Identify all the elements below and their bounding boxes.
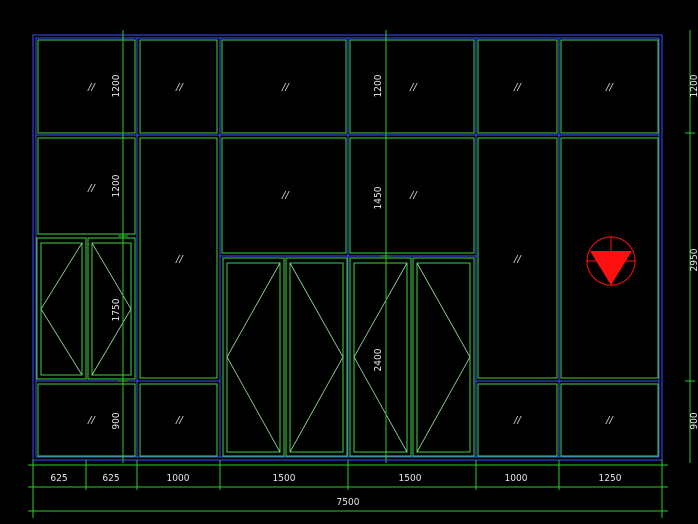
dim-bottom-2: 625 <box>102 473 119 484</box>
vertical-dimension-lines <box>118 30 695 463</box>
panel-c5-bottom <box>477 383 558 457</box>
dim-center-door: 2400 <box>373 348 384 371</box>
panel-c3-top <box>221 39 347 134</box>
glass-symbols: // // // // // // // // // // // // // /… <box>87 82 614 426</box>
glass-symbol: // <box>513 254 522 265</box>
dim-bottom-3: 1000 <box>167 473 190 484</box>
dim-right-mid: 2950 <box>689 248 698 271</box>
panel-c1-bottom <box>37 383 136 457</box>
dim-right-bottom: 900 <box>689 412 698 429</box>
glass-symbol: // <box>513 415 522 426</box>
glass-symbol: // <box>87 183 96 194</box>
dim-bottom-6: 1000 <box>505 473 528 484</box>
glass-symbol: // <box>409 190 418 201</box>
dim-col1-top: 1200 <box>111 74 122 97</box>
glass-symbol: // <box>605 415 614 426</box>
glass-symbol: // <box>175 254 184 265</box>
panel-c4-mid <box>349 137 475 254</box>
column-dividers <box>136 38 560 457</box>
panel-c2-bottom <box>139 383 218 457</box>
dim-bottom-5: 1500 <box>399 473 422 484</box>
glass-panels <box>37 39 659 457</box>
vertical-dimension-texts: 1200 1200 1750 900 1200 1450 2400 1200 2… <box>111 74 698 429</box>
panel-c1-top <box>37 39 136 134</box>
panel-c6-top <box>560 39 659 134</box>
panel-c6-mid <box>560 137 659 379</box>
glass-symbol: // <box>175 82 184 93</box>
glass-symbol: // <box>409 82 418 93</box>
glass-symbol: // <box>87 415 96 426</box>
panel-c4-top <box>349 39 475 134</box>
panel-c2-top <box>139 39 218 134</box>
panel-c3-mid <box>221 137 347 254</box>
transoms <box>36 134 659 382</box>
dim-bottom-4: 1500 <box>273 473 296 484</box>
dim-col1-door: 1750 <box>111 298 122 321</box>
panel-c5-top <box>477 39 558 134</box>
dim-col1-bottom: 900 <box>111 412 122 429</box>
panel-c1-mid <box>37 137 136 235</box>
horizontal-dimension-lines <box>28 460 668 518</box>
bottom-dimension-texts: 625 625 1000 1500 1500 1000 1250 7500 <box>50 473 621 508</box>
panel-c5-mid <box>477 137 558 379</box>
casement-opening-lines-col1 <box>40 242 132 376</box>
panel-c2-mid <box>139 137 218 379</box>
dim-center-top: 1200 <box>373 74 384 97</box>
door-blue-frame <box>220 255 476 457</box>
glass-symbol: // <box>513 82 522 93</box>
glass-symbol: // <box>175 415 184 426</box>
glass-symbol: // <box>281 190 290 201</box>
dim-center-mid: 1450 <box>373 186 384 209</box>
dim-overall-width: 7500 <box>337 497 360 508</box>
dim-right-top: 1200 <box>689 74 698 97</box>
red-triangle-marker-icon <box>586 236 636 286</box>
door-opening-lines <box>226 262 471 453</box>
panel-c6-bottom <box>560 383 659 457</box>
dim-col1-mid: 1200 <box>111 174 122 197</box>
glass-symbol: // <box>281 82 290 93</box>
dim-bottom-1: 625 <box>50 473 67 484</box>
dim-bottom-7: 1250 <box>599 473 622 484</box>
glass-symbol: // <box>87 82 96 93</box>
glass-symbol: // <box>605 82 614 93</box>
